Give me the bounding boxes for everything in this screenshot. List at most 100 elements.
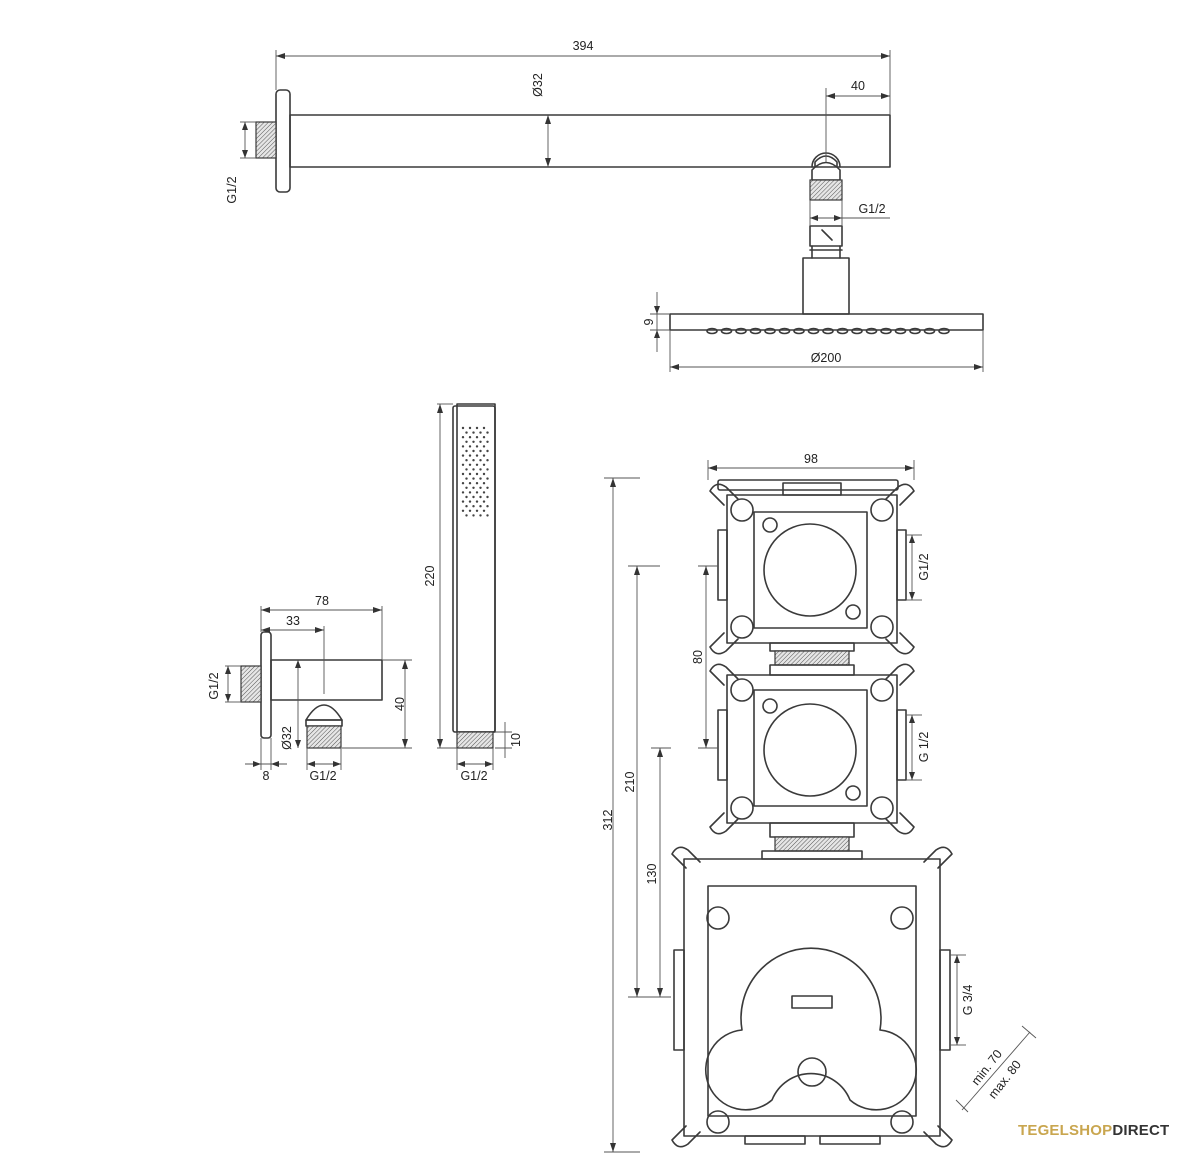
spray-hole: [461, 463, 465, 466]
arm-length-label: 394: [573, 39, 594, 53]
spray-hole: [461, 436, 465, 439]
middle-valve-block: [709, 663, 915, 835]
spray-hole: [465, 459, 468, 462]
spray-hole: [465, 468, 468, 471]
brand-logo: TEGELSHOPDIRECT: [1018, 1122, 1169, 1139]
nozzle: [793, 327, 805, 335]
spray-hole: [479, 449, 482, 453]
outlet-thread-offset-label: 33: [286, 614, 300, 628]
spray-hole: [465, 505, 468, 508]
spray-hole: [465, 495, 468, 499]
spray-hole: [465, 431, 468, 434]
box-width-label: 98: [804, 452, 818, 466]
spray-hole: [479, 468, 482, 471]
nozzle: [851, 327, 863, 335]
head-thickness-label: 9: [642, 318, 656, 325]
spray-hole: [482, 454, 486, 457]
spray-hole: [486, 514, 489, 517]
spray-hole: [468, 426, 472, 430]
mixer-dimensions: 98 312 210 130 80 G1/2 G 1/2 G 3/4 min. …: [601, 452, 1037, 1153]
spray-hole: [475, 482, 479, 485]
outlet-flange-label: 8: [263, 769, 270, 783]
hand-thread-label: G1/2: [460, 769, 487, 783]
spray-hole: [482, 445, 486, 448]
spray-hole: [486, 495, 489, 499]
shower-arm: [255, 89, 891, 315]
brand-part-1: TEGELSHOP: [1018, 1122, 1113, 1139]
spray-hole: [472, 449, 475, 453]
spray-hole: [475, 472, 479, 476]
hand-length-label: 220: [423, 566, 437, 587]
nozzle: [720, 327, 733, 335]
box-spacing-label: 80: [691, 650, 705, 664]
arm-diameter-label: Ø32: [531, 73, 545, 97]
spray-hole: [472, 477, 475, 480]
outlet-thread-label: G1/2: [309, 769, 336, 783]
spray-hole: [461, 509, 465, 512]
spray-hole: [486, 431, 489, 434]
spray-hole: [472, 514, 475, 517]
spray-hole: [479, 514, 482, 517]
spray-hole: [461, 491, 465, 494]
spray-hole: [475, 436, 479, 439]
spray-hole: [482, 509, 486, 512]
nozzle: [706, 327, 718, 335]
spray-hole: [475, 509, 479, 512]
spray-hole: [486, 459, 489, 462]
spray-hole: [468, 509, 472, 512]
spray-hole: [479, 431, 482, 434]
spray-hole: [468, 500, 472, 503]
spray-hole: [486, 505, 489, 508]
spray-hole: [486, 477, 489, 480]
nozzle: [822, 327, 834, 335]
spray-hole: [486, 440, 489, 443]
spray-hole: [479, 440, 482, 443]
lower-thread-label: G 3/4: [961, 985, 975, 1016]
box-height-130-label: 130: [645, 864, 659, 885]
nozzle: [836, 327, 849, 335]
spray-hole: [472, 468, 475, 471]
outlet-depth-label: 78: [315, 594, 329, 608]
hand-tip-label: 10: [509, 733, 523, 747]
spray-hole: [482, 436, 486, 439]
spray-hole: [482, 500, 486, 503]
spray-hole: [465, 449, 468, 453]
spray-hole: [479, 477, 482, 480]
connector: [769, 642, 855, 676]
spray-hole: [475, 491, 479, 494]
spray-hole: [468, 463, 472, 466]
nozzle: [778, 327, 791, 335]
spray-hole: [482, 463, 486, 466]
upper-thread-label: G1/2: [917, 553, 931, 580]
spray-hole: [465, 486, 468, 489]
shower-head: 9 Ø200: [642, 292, 984, 372]
nozzle: [735, 327, 747, 335]
arm-head-thread-label: G1/2: [858, 202, 885, 216]
spray-hole: [472, 495, 475, 499]
spray-hole: [479, 486, 482, 489]
spray-hole: [472, 440, 475, 443]
spray-hole: [475, 454, 479, 457]
arm-dimensions: 394 Ø32 40 G1/2 G1/2: [225, 39, 891, 226]
spray-hole: [479, 459, 482, 462]
spray-hole: [486, 486, 489, 489]
outlet-diameter-label: Ø32: [280, 726, 294, 750]
spray-hole: [461, 445, 465, 448]
nozzle: [938, 327, 950, 335]
spray-hole: [461, 482, 465, 485]
box-total-height-label: 312: [601, 810, 615, 831]
spray-hole: [461, 426, 465, 430]
nozzle: [749, 327, 762, 335]
spray-hole: [475, 445, 479, 448]
spray-hole: [486, 449, 489, 453]
spray-hole: [468, 472, 472, 476]
outlet-wall-thread-label: G1/2: [207, 672, 221, 699]
spray-hole: [468, 491, 472, 494]
wall-outlet: 78 33 40 G1/2 Ø32 8 G1/2: [207, 594, 412, 783]
spray-hole: [461, 472, 465, 476]
hand-shower: 220 10 G1/2: [423, 403, 523, 783]
spray-hole: [472, 505, 475, 508]
spray-hole: [468, 482, 472, 485]
spray-hole: [472, 431, 475, 434]
